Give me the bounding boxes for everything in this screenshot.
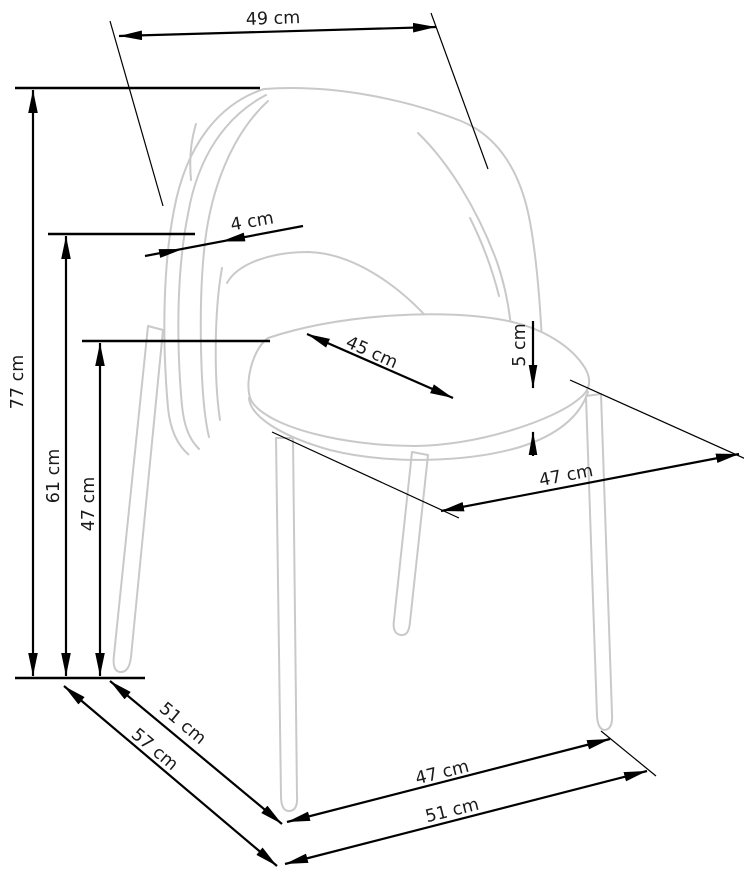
backrest-seam-right-1 [417,132,513,339]
arrowhead-4cm-right [221,232,246,242]
backrest-seam-right-2 [469,217,500,297]
backrest-cutout-arch [226,250,434,325]
arrowhead-4cm-left [158,249,183,258]
ext-line-seat-depth-front [271,431,460,519]
dimension-lines [15,12,744,867]
seat-top-surface [247,313,591,447]
ext-line-width-right-leg [600,730,657,777]
dim-line-total-width-51 [284,769,648,866]
chair-drawing [112,87,614,812]
dim-line-total-depth-57 [63,685,278,867]
label-front-width: 47 cm [413,757,471,790]
arrowhead-5cm-down [528,365,538,389]
backrest-seam-left-1 [177,94,267,450]
label-total-width: 51 cm [423,795,481,828]
label-backrest-width-top: 49 cm [245,8,300,30]
ext-line-49-right [430,12,489,170]
dim-line-seat-width-45 [306,332,454,400]
backrest-seam-left-2 [199,100,269,438]
arrowhead-5cm-up [528,431,538,455]
chair-leg-front-left [275,437,299,812]
label-seat-height: 47 cm [79,477,99,532]
dim-line-backrest-width-49 [118,22,437,41]
chair-leg-back-left [112,325,164,674]
seat-underside-edge [248,391,589,461]
label-cushion-thickness: 5 cm [510,323,530,366]
dim-line-seat-depth-47 [440,452,740,513]
label-total-height: 77 cm [8,355,28,410]
label-total-depth: 57 cm [127,725,182,775]
chair-leg-back-right [392,451,429,637]
chair-leg-front-right [585,393,614,731]
backrest-seam-top-left [189,123,197,181]
chair-seat [247,313,591,461]
backrest-seam-left-3 [214,267,223,421]
dim-line-seat-depth-outer-51 [109,680,283,825]
label-backrest-lower-height: 61 cm [44,449,64,504]
ext-line-49-left [109,20,164,207]
ext-line-seat-depth-back [569,379,744,459]
